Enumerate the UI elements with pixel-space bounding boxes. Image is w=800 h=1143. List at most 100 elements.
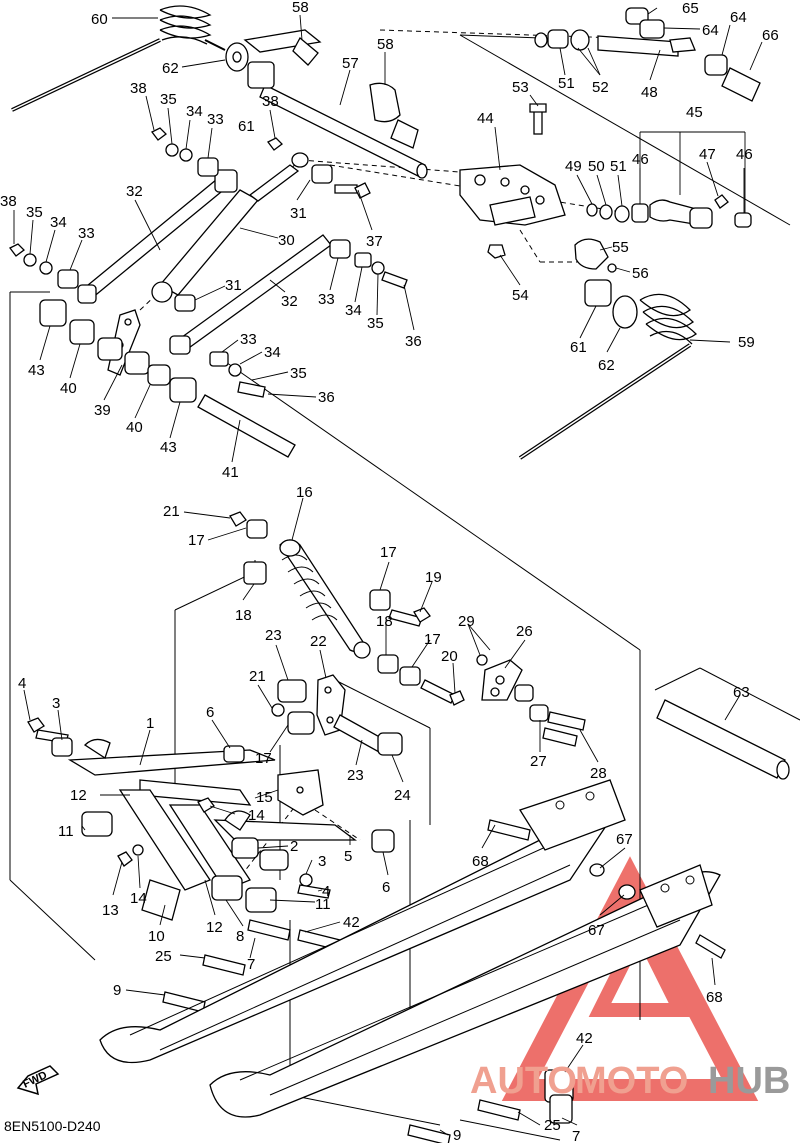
callout-51-top: 51	[558, 75, 575, 92]
callout-9-lower: 9	[453, 1127, 461, 1143]
callout-32-lower: 32	[281, 293, 298, 310]
callout-64-a: 64	[702, 22, 719, 39]
callout-1: 1	[146, 715, 154, 732]
callout-65: 65	[682, 0, 699, 17]
callout-6-lower: 6	[382, 879, 390, 896]
callout-28: 28	[590, 765, 607, 782]
rod-32-upper	[77, 169, 238, 304]
callout-58-mid: 58	[377, 36, 394, 53]
callout-43-b: 43	[160, 439, 177, 456]
callout-34-d: 34	[264, 344, 281, 361]
callout-7-upper: 7	[247, 956, 255, 973]
callout-32-upper: 32	[126, 183, 143, 200]
link-39-and-collars	[39, 299, 197, 403]
callout-62-right: 62	[598, 357, 615, 374]
callout-33-a: 33	[207, 111, 224, 128]
watermark-text: AUTO MOTO HUB	[470, 1060, 790, 1102]
callout-42-top: 42	[343, 914, 360, 931]
callout-3-lower: 3	[318, 853, 326, 870]
callout-17-lower: 17	[255, 750, 272, 767]
callout-53: 53	[512, 79, 529, 96]
callout-26: 26	[516, 623, 533, 640]
callout-38-a: 38	[130, 80, 147, 97]
callout-45: 45	[686, 104, 703, 121]
callout-3-top: 3	[52, 695, 60, 712]
callout-4-top: 4	[18, 675, 26, 692]
callout-35-d: 35	[290, 365, 307, 382]
fwd-arrow	[16, 1065, 60, 1096]
callout-61-right: 61	[570, 339, 587, 356]
callout-37: 37	[366, 233, 383, 250]
callout-7-lower: 7	[572, 1128, 580, 1143]
rear-shock-16	[229, 511, 465, 706]
torsion-spring-right	[518, 279, 697, 460]
watermark-auto: AUTO	[470, 1060, 577, 1102]
callout-21-mid: 21	[249, 668, 266, 685]
torsion-spring-left	[11, 5, 226, 112]
watermark-hub: HUB	[708, 1060, 790, 1102]
callout-17-right: 17	[380, 544, 397, 561]
callout-22: 22	[310, 633, 327, 650]
hardware-45-group	[586, 131, 752, 229]
callout-24: 24	[394, 787, 411, 804]
callout-27: 27	[530, 753, 547, 770]
slide-rail-upper	[99, 779, 626, 1064]
callout-46-a: 46	[632, 151, 649, 168]
callout-29: 29	[458, 613, 475, 630]
callout-12-upper: 12	[70, 787, 87, 804]
callout-17-left: 17	[188, 532, 205, 549]
callout-46-b: 46	[736, 146, 753, 163]
front-arm-1	[27, 717, 726, 1143]
bushing-58	[369, 82, 419, 149]
callout-2: 2	[290, 838, 298, 855]
callout-15: 15	[256, 789, 273, 806]
callout-59: 59	[738, 334, 755, 351]
callout-40-b: 40	[126, 419, 143, 436]
callout-54: 54	[512, 287, 529, 304]
callout-47: 47	[699, 146, 716, 163]
callout-25-upper: 25	[155, 948, 172, 965]
callout-23-top: 23	[265, 627, 282, 644]
callout-33-b: 33	[78, 225, 95, 242]
damper-mount-55	[574, 238, 617, 273]
callout-57: 57	[342, 55, 359, 72]
callout-67-lower: 67	[588, 922, 605, 939]
callout-39: 39	[94, 402, 111, 419]
callout-14-lower: 14	[130, 890, 147, 907]
callout-41: 41	[222, 464, 239, 481]
callout-50: 50	[588, 158, 605, 175]
callout-35-b: 35	[26, 204, 43, 221]
callout-68-right: 68	[706, 989, 723, 1006]
link-22-and-bushings	[271, 674, 403, 756]
bushings-upper-left	[9, 127, 283, 289]
callout-12-lower: 12	[206, 919, 223, 936]
callout-61-top: 61	[238, 118, 255, 135]
callout-48: 48	[641, 84, 658, 101]
callout-43-a: 43	[28, 362, 45, 379]
callout-13: 13	[102, 902, 119, 919]
callout-33-c: 33	[318, 291, 335, 308]
callout-34-c: 34	[345, 302, 362, 319]
callout-63: 63	[733, 684, 750, 701]
callout-68-top: 68	[472, 853, 489, 870]
callout-64-b: 64	[730, 9, 747, 26]
callout-38-c: 38	[0, 193, 17, 210]
callout-14-upper: 14	[248, 807, 265, 824]
callout-4-lower: 4	[322, 883, 330, 900]
callout-31-upper: 31	[290, 205, 307, 222]
callout-67-top: 67	[616, 831, 633, 848]
callout-56: 56	[632, 265, 649, 282]
callout-9-upper: 9	[113, 982, 121, 999]
callout-60-top: 60	[91, 11, 108, 28]
callout-34-b: 34	[50, 214, 67, 231]
callout-17-mid: 17	[424, 631, 441, 648]
callout-34-a: 34	[186, 103, 203, 120]
drawing-code: 8EN5100-D240	[4, 1118, 101, 1134]
callout-19: 19	[425, 569, 442, 586]
collar-61-top	[247, 61, 275, 89]
callout-36-upper: 36	[405, 333, 422, 350]
watermark-moto: MOTO	[575, 1060, 688, 1102]
callout-6-top: 6	[206, 704, 214, 721]
pivot-block-26	[476, 654, 586, 747]
